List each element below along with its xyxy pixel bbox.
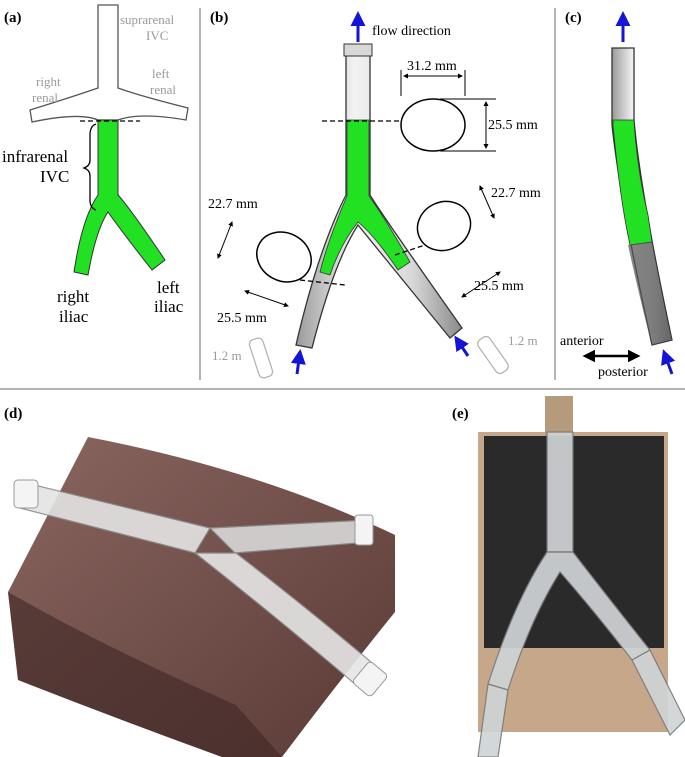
anterior-label: anterior (560, 334, 604, 349)
infrarenal-green (73, 119, 166, 276)
left-iliac-line1: left (157, 278, 180, 297)
dim-left-a-arrow (217, 221, 233, 259)
right-renal-line2: renal (32, 90, 58, 105)
left-renal-line2: renal (150, 82, 176, 97)
infrarenal-brace (81, 123, 97, 211)
dim-left-b-label: 25.5 mm (217, 311, 267, 326)
side-view-dark (628, 242, 672, 345)
tube-length-right: 1.2 m (508, 333, 538, 348)
panel-d: (d) (4, 406, 395, 757)
left-renal-line1: left (152, 66, 170, 81)
tube-icon-right (477, 335, 509, 375)
glass-model-photo-e (477, 431, 685, 757)
flow-direction-label: flow direction (372, 24, 451, 39)
panel-a: (a) suprarenal IVC right renal left rena… (2, 4, 189, 326)
dim-width-label: 31.2 mm (407, 59, 457, 74)
right-renal-line1: right (36, 74, 61, 89)
side-inflow-arrow (661, 349, 676, 375)
wedge-side-shadow (8, 592, 282, 757)
dim-right-a-label: 22.7 mm (491, 186, 541, 201)
left-iliac-line2: iliac (154, 297, 184, 316)
dim-height-top-label: 25.5 mm (488, 118, 538, 133)
top-connector (545, 396, 573, 436)
cross-section-right (416, 200, 472, 252)
panel-b: (b) flow direction 31.2 mm 25.5 mm 22.7 … (208, 10, 541, 379)
dim-right-b-label: 25.5 mm (474, 279, 524, 294)
dim-right-b-arrow (461, 271, 501, 298)
dim-right-a-arrow (479, 185, 495, 219)
cross-section-top (400, 98, 466, 152)
panel-e: (e) (452, 396, 685, 757)
posterior-label: posterior (598, 365, 648, 380)
outlet-cap (343, 43, 373, 57)
model-body (295, 47, 463, 349)
tube-length-left: 1.2 m (212, 348, 242, 363)
glass-model-photo-d (13, 479, 388, 697)
inflow-arrow-left-iliac (454, 335, 470, 357)
side-view-green (612, 119, 653, 246)
inflow-arrow-right-iliac (290, 349, 306, 375)
dim-left-a-label: 22.7 mm (208, 197, 258, 212)
infrarenal-line2: IVC (40, 167, 69, 186)
panel-b-label: (b) (210, 10, 228, 26)
panel-d-label: (d) (4, 406, 22, 422)
right-iliac-line1: right (57, 287, 89, 306)
suprarenal-line2: IVC (146, 28, 168, 43)
panel-c: (c) anterior posterior (560, 10, 676, 380)
cross-section-left (256, 231, 312, 283)
panel-e-label: (e) (452, 406, 469, 422)
panel-a-label: (a) (4, 10, 22, 26)
right-iliac-line2: iliac (59, 307, 89, 326)
dim-left-b-arrow (244, 289, 289, 308)
suprarenal-line1: suprarenal (120, 12, 175, 27)
model-green (319, 119, 411, 276)
infrarenal-line1: infrarenal (2, 147, 68, 166)
black-board (484, 436, 664, 648)
tube-icon-left (248, 337, 274, 379)
panel-c-label: (c) (565, 10, 582, 26)
